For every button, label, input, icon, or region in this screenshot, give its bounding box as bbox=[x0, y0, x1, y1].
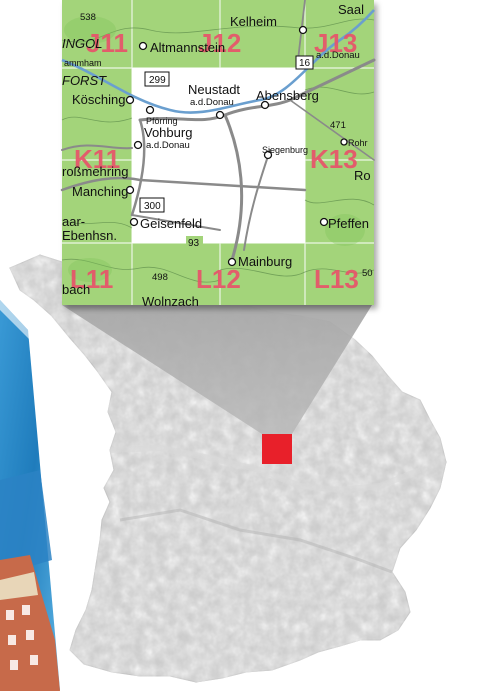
place-kosching: Kösching bbox=[72, 92, 125, 107]
town-marker bbox=[125, 95, 135, 105]
place-neustadt-sub: a.d.Donau bbox=[190, 97, 234, 108]
road-sign-16: 16 bbox=[295, 55, 314, 70]
place-saal: Saal bbox=[338, 2, 364, 17]
place-siegenburg: Siegenburg bbox=[262, 145, 308, 155]
svg-text:93: 93 bbox=[188, 238, 200, 249]
place-rohr: Rohr bbox=[348, 138, 368, 148]
inset-map-content: J11 J12 J13 K11 K13 L11 L12 L13 299 bbox=[60, 0, 376, 309]
road-sign-299: 299 bbox=[144, 71, 170, 87]
road-sign-93: 93 bbox=[186, 236, 203, 249]
map-cover-strip bbox=[0, 300, 60, 691]
town-marker bbox=[260, 100, 270, 110]
elevation-538: 538 bbox=[80, 12, 96, 23]
town-marker bbox=[125, 185, 135, 195]
place-grossmehring: roßmehring bbox=[62, 164, 128, 179]
town-marker bbox=[129, 217, 139, 227]
tile-label-k11[interactable]: K11 bbox=[74, 144, 120, 174]
place-manching: Manching bbox=[72, 184, 128, 199]
zoom-projection-beam bbox=[62, 305, 372, 434]
town-marker bbox=[133, 140, 143, 150]
elevation-50: 50 bbox=[362, 268, 373, 279]
town-marker bbox=[138, 41, 148, 51]
town-marker bbox=[215, 110, 225, 120]
tile-label-j11[interactable]: J11 bbox=[86, 28, 128, 58]
elevation-498: 498 bbox=[152, 272, 168, 283]
place-ingolstadt-fragment: INGOL bbox=[62, 36, 102, 51]
place-forst-fragment: FORST bbox=[62, 73, 107, 88]
place-kelheim: Kelheim bbox=[230, 14, 277, 29]
center-tile-area bbox=[132, 68, 305, 243]
river-danube bbox=[61, 9, 375, 114]
tile-label-j12[interactable]: J12 bbox=[198, 28, 241, 58]
place-geisenfeld: Geisenfeld bbox=[140, 216, 202, 231]
place-hammham: ammham bbox=[64, 58, 102, 68]
tile-label-l13[interactable]: L13 bbox=[314, 264, 359, 294]
location-marker[interactable] bbox=[262, 434, 292, 464]
place-vohburg-sub: a.d.Donau bbox=[146, 140, 190, 151]
svg-text:300: 300 bbox=[144, 201, 161, 212]
tile-label-l12[interactable]: L12 bbox=[196, 264, 241, 294]
place-pforring: Pförring bbox=[146, 116, 178, 126]
place-neustadt: Neustadt bbox=[188, 82, 240, 97]
elevation-471: 471 bbox=[330, 120, 346, 131]
place-ro: Ro bbox=[354, 168, 371, 183]
place-bach: bach bbox=[62, 282, 90, 297]
town-marker bbox=[340, 138, 348, 146]
tile-label-k13[interactable]: K13 bbox=[310, 144, 358, 174]
town-marker bbox=[263, 150, 273, 160]
town-marker bbox=[145, 105, 155, 115]
town-marker bbox=[298, 25, 308, 35]
tile-label-l11[interactable]: L11 bbox=[70, 264, 113, 294]
svg-text:299: 299 bbox=[149, 75, 166, 86]
place-ebenhsn: Ebenhsn. bbox=[62, 228, 117, 243]
place-abensberg: Abensberg bbox=[256, 88, 319, 103]
town-marker bbox=[227, 257, 237, 267]
town-marker bbox=[319, 217, 329, 227]
tile-label-j13[interactable]: J13 bbox=[314, 28, 357, 58]
place-vohburg: Vohburg bbox=[144, 125, 192, 140]
road-sign-300: 300 bbox=[139, 197, 165, 213]
place-saal-sub: a.d.Donau bbox=[316, 50, 360, 61]
place-pfeffen: Pfeffen bbox=[328, 216, 369, 231]
place-mainburg: Mainburg bbox=[238, 254, 292, 269]
place-wolnzach: Wolnzach bbox=[142, 294, 199, 309]
place-baar: aar- bbox=[62, 214, 85, 229]
place-altmannstein: Altmannstein bbox=[150, 40, 225, 55]
svg-text:16: 16 bbox=[299, 58, 311, 69]
